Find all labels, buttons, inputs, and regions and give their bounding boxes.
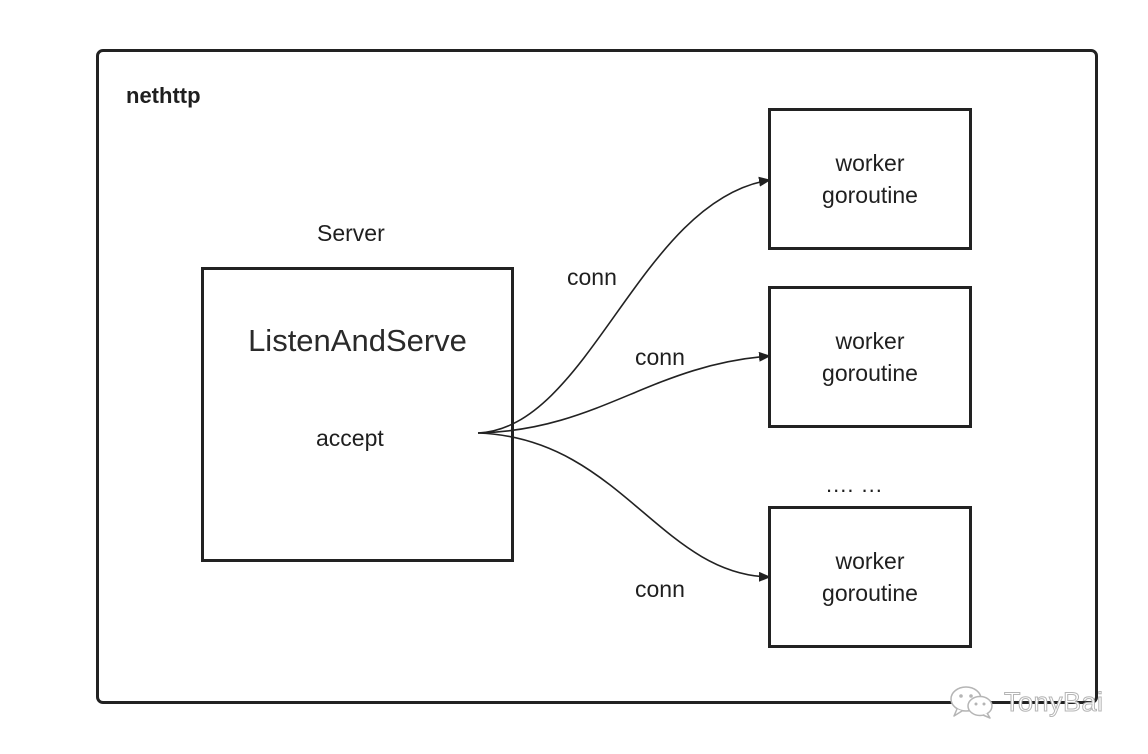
listen-and-serve-label: ListenAndServe [248,323,467,358]
conn-label-3: conn [635,576,685,602]
accept-label: accept [316,425,384,451]
server-box [201,267,514,562]
worker-label: worker [835,328,905,354]
worker-goroutine-box-1: worker goroutine [768,108,972,250]
server-title: Server [317,220,385,246]
worker-label: worker [835,548,905,574]
worker-goroutine-box-2: worker goroutine [768,286,972,428]
watermark-text: TonyBai [1004,686,1104,717]
more-workers-ellipsis: .... ... [826,472,883,497]
goroutine-label: goroutine [822,580,918,606]
goroutine-label: goroutine [822,182,918,208]
wechat-icon [950,686,993,719]
worker-label: worker [835,150,905,176]
frame-title: nethttp [126,83,201,108]
watermark: TonyBai [948,684,1104,720]
worker-goroutine-box-3: worker goroutine [768,506,972,648]
conn-label-2: conn [635,344,685,370]
nethttp-frame [96,49,1098,704]
goroutine-label: goroutine [822,360,918,386]
conn-label-1: conn [567,264,617,290]
